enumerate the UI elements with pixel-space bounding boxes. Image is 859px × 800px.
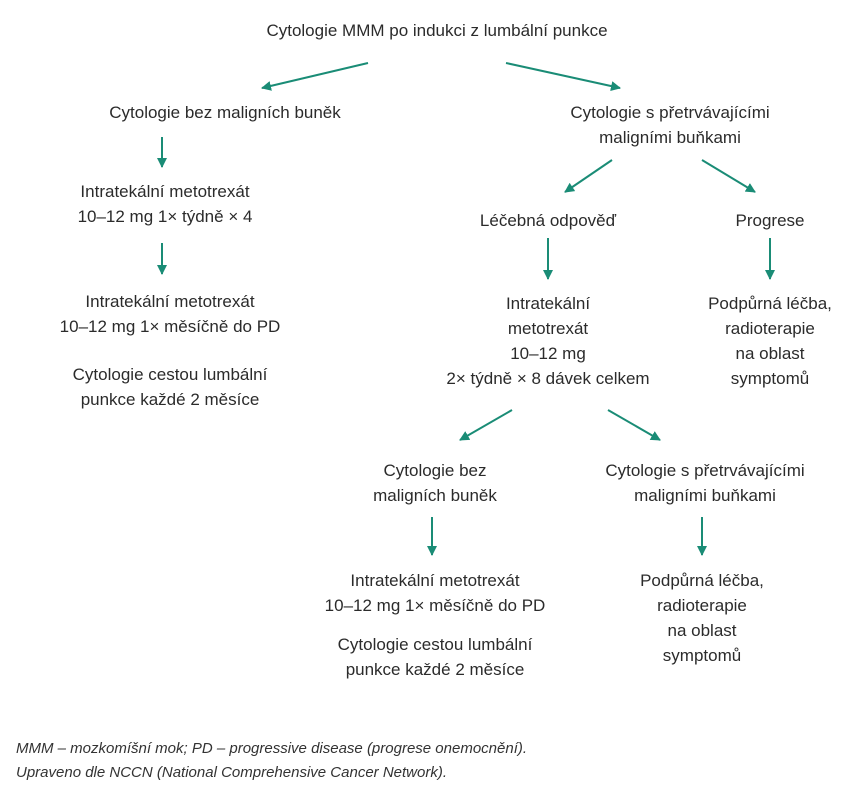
sub-left-treatment-node: Intratekální metotrexát 10–12 mg 1× měsí…: [324, 571, 546, 615]
sub-left-title-node: Cytologie bez maligních buněk: [373, 461, 497, 505]
arrow-treatment-to-sub-left: [459, 409, 513, 441]
footnote-source: Upraveno dle NCCN (National Comprehensiv…: [16, 764, 448, 781]
sub-right-treatment-node: Podpůrná léčba, radioterapie na oblast s…: [640, 571, 764, 665]
arrow-root-to-left: [261, 62, 369, 91]
arrow-treatment-to-sub-right: [607, 409, 661, 441]
right-title-node: Cytologie s přetrvávajícími maligními bu…: [570, 103, 770, 147]
root-node: Cytologie MMM po indukci z lumbální punk…: [266, 21, 608, 40]
response-treatment-node: Intratekální metotrexát 10–12 mg 2× týdn…: [446, 294, 650, 388]
progression-treatment-node: Podpůrná léčba, radioterapie na oblast s…: [708, 294, 832, 388]
footnote: MMM – mozkomíšní mok; PD – progressive d…: [16, 737, 527, 785]
left-title-node: Cytologie bez maligních buněk: [109, 103, 341, 122]
arrow-right-title-to-progression: [701, 159, 756, 193]
arrow-right-title-to-response: [564, 159, 613, 193]
left-step2-node: Intratekální metotrexát 10–12 mg 1× měsí…: [59, 292, 281, 336]
progression-node: Progrese: [735, 211, 805, 230]
left-step2-note: Cytologie cestou lumbální punkce každé 2…: [72, 365, 268, 409]
arrow-root-to-right: [505, 62, 621, 91]
left-step1-node: Intratekální metotrexát 10–12 mg 1× týdn…: [77, 182, 253, 226]
sub-right-title-node: Cytologie s přetrvávajícími maligními bu…: [605, 461, 805, 505]
sub-left-note-node: Cytologie cestou lumbální punkce každé 2…: [337, 635, 533, 679]
response-node: Léčebná odpověď: [479, 211, 617, 230]
footnote-abbreviations: MMM – mozkomíšní mok; PD – progressive d…: [16, 740, 528, 757]
